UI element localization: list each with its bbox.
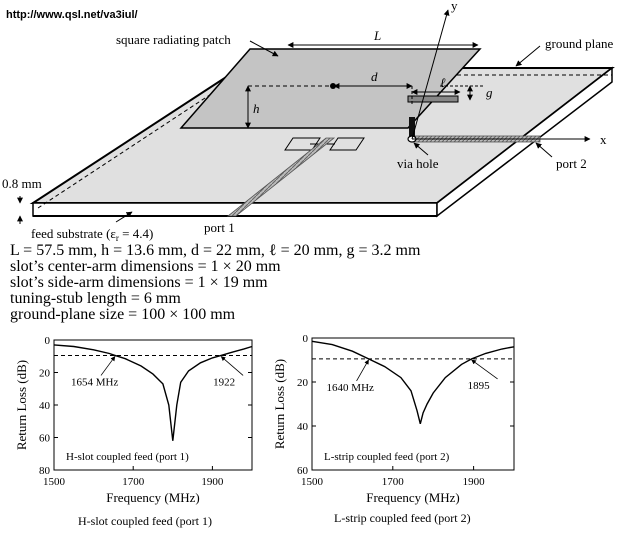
feed-line-port1 [226, 137, 336, 217]
annotation-arrow [100, 356, 116, 376]
y-tick-label: 80 [39, 465, 51, 477]
parameter-list: L = 57.5 mm, h = 13.6 mm, d = 22 mm, ℓ =… [10, 243, 420, 323]
y-tick-label: 20 [297, 377, 309, 389]
y-axis-label: Return Loss (dB) [14, 360, 29, 450]
callout-lines [115, 40, 553, 223]
dim-g-label: g [486, 85, 493, 100]
param-line-4: tuning-stub length = 6 mm [10, 290, 181, 307]
y-tick-label: 60 [39, 433, 51, 445]
x-axis-label: Frequency (MHz) [366, 490, 460, 505]
substrate-label: feed substrate (εr = 4.4) [31, 226, 153, 243]
y-tick-label: 0 [45, 335, 51, 347]
caption-left: H-slot coupled feed (port 1) [78, 514, 212, 528]
annotation-arrow [356, 359, 369, 382]
annotation-arrow [471, 359, 498, 380]
return-loss-curve [53, 344, 253, 441]
x-tick-label: 1500 [301, 476, 324, 488]
axis-x-label: x [600, 132, 607, 147]
annotation-arrow [220, 356, 244, 376]
x-tick-label: 1500 [43, 476, 66, 488]
port2-label: port 2 [556, 156, 587, 171]
patch-label: square radiating patch [116, 32, 231, 47]
inset-label: H-slot coupled feed (port 1) [66, 451, 189, 463]
thickness-label: 0.8 mm [2, 176, 42, 191]
y-axis-label: Return Loss (dB) [272, 359, 287, 449]
port1-label: port 1 [204, 220, 235, 235]
x-tick-label: 1900 [463, 476, 486, 488]
param-line-1: L = 57.5 mm, h = 13.6 mm, d = 22 mm, ℓ =… [10, 242, 421, 259]
dim-l-label: ℓ [440, 75, 446, 90]
param-line-3: slot’s side-arm dimensions = 1 × 19 mm [10, 274, 268, 291]
annotation-label: 1654 MHz [71, 376, 118, 388]
y-tick-label: 40 [297, 421, 309, 433]
patch-center-dot [330, 83, 336, 89]
source-url: http://www.qsl.net/va3iul/ [6, 9, 138, 21]
caption-right: L-strip coupled feed (port 2) [334, 511, 471, 525]
inset-label: L-strip coupled feed (port 2) [324, 451, 450, 463]
via-hole-label: via hole [397, 156, 439, 171]
y-tick-label: 40 [39, 400, 51, 412]
y-tick-label: 60 [297, 465, 309, 477]
y-tick-label: 0 [303, 333, 309, 345]
x-tick-label: 1700 [122, 476, 145, 488]
dim-h-label: h [253, 101, 260, 116]
annotation-label: 1640 MHz [327, 382, 374, 394]
plot-frame [311, 337, 515, 471]
annotation-label: 1922 [213, 376, 235, 388]
l-strip [407, 95, 459, 138]
y-tick-label: 20 [39, 368, 51, 380]
param-line-2: slot’s center-arm dimensions = 1 × 20 mm [10, 258, 281, 275]
axis-y-label: y [451, 0, 458, 13]
dim-L-label: L [373, 28, 381, 43]
square-radiating-patch [179, 48, 482, 129]
x-tick-label: 1700 [382, 476, 405, 488]
annotation-label: 1895 [468, 380, 491, 392]
x-axis-label: Frequency (MHz) [106, 490, 200, 505]
ground-plane-label: ground plane [545, 36, 613, 51]
return-loss-curve [311, 340, 515, 424]
x-tick-label: 1900 [201, 476, 224, 488]
dimension-lines [17, 42, 484, 224]
param-line-5: ground-plane size = 100 × 100 mm [10, 306, 236, 323]
coordinate-axes [411, 9, 591, 142]
dim-d-label: d [371, 69, 378, 84]
